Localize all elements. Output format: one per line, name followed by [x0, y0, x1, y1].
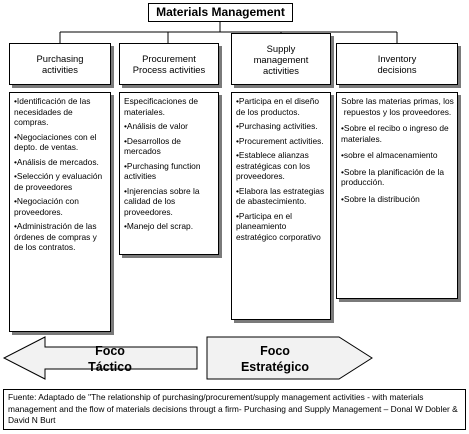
list-item: •Sobre el recibo o ingreso de materiales…: [341, 123, 449, 144]
list-item: Sobre las materias primas, los repuestos…: [341, 96, 454, 117]
column-content-supply: •Participa en el diseño de los productos…: [231, 92, 331, 320]
list-item: •Análisis de mercados.: [14, 156, 99, 167]
foco-tactico-arrow: [2, 336, 198, 380]
list-item: Especificaciones de materiales.: [124, 96, 199, 117]
list-item: •Identificación de las necesidades de co…: [14, 96, 91, 127]
list-item: •Elabora las estrategias de abastecimien…: [236, 185, 325, 207]
list-item: •Purchasing activities.: [236, 121, 318, 131]
list-item: •Sobre la distribución: [341, 193, 420, 204]
list-item: •Injerencias sobre la calidad de los pro…: [124, 185, 200, 217]
list-item: •Procurement activities.: [236, 135, 324, 146]
list-item: •Análisis de valor: [124, 121, 188, 131]
source-citation: Fuente: Adaptado de "The relationship of…: [3, 389, 466, 430]
column-content-procurement: Especificaciones de materiales. •Análisi…: [119, 92, 219, 255]
column-heading-procurement: Procurement Process activities: [119, 43, 219, 85]
column-heading-supply: Supply management activities: [231, 33, 331, 85]
list-item: •Purchasing function activities: [124, 160, 201, 182]
list-item: •Sobre la planificación de la producción…: [341, 166, 445, 188]
list-item: •Selección y evaluación de proveedores: [14, 171, 103, 192]
foco-estrategico-label: Foco Estratégico: [240, 344, 310, 374]
list-item: •Participa en el diseño de los productos…: [236, 96, 320, 117]
list-item: •Participa en el planeamiento estratégic…: [236, 210, 321, 242]
list-item: •Desarrollos de mercados: [124, 135, 181, 157]
column-content-inventory: Sobre las materias primas, los repuestos…: [336, 92, 458, 299]
column-heading-label: Procurement Process activities: [132, 53, 206, 75]
list-item: •Manejo del scrap.: [124, 221, 194, 231]
list-item: •Negociación con proveedores.: [14, 196, 79, 217]
column-heading-label: Inventory decisions: [377, 53, 417, 75]
list-item: •sobre el almacenamiento: [341, 150, 438, 160]
column-heading-purchasing: Purchasing activities: [9, 43, 111, 85]
diagram-title: Materials Management: [148, 3, 293, 22]
list-item: •Administración de las órdenes de compra…: [14, 221, 97, 252]
list-item: •Negociaciones con el depto. de ventas.: [14, 131, 97, 153]
foco-estrategico-arrow: [206, 336, 373, 380]
column-heading-label: Supply management activities: [253, 42, 309, 76]
column-heading-inventory: Inventory decisions: [336, 43, 458, 85]
column-content-purchasing: •Identificación de las necesidades de co…: [9, 92, 111, 332]
column-heading-label: Purchasing activities: [36, 53, 84, 75]
list-item: •Establece alianzas estratégicas con los…: [236, 150, 311, 181]
foco-tactico-label: Foco Táctico: [88, 344, 132, 374]
